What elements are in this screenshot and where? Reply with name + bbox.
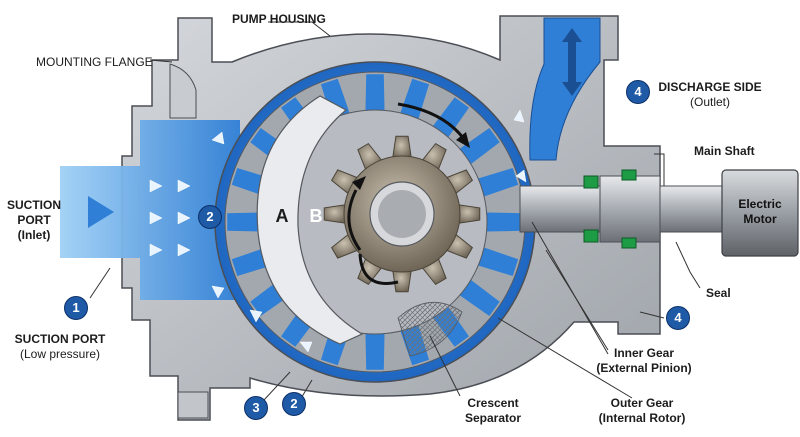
outer-gear-pocket bbox=[459, 128, 500, 165]
pinion-tooth bbox=[392, 135, 412, 160]
step-badge-2-bottom: 2 bbox=[282, 392, 306, 416]
suction-low-line1: SUCTION PORT bbox=[14, 332, 106, 346]
leader-lines bbox=[89, 21, 701, 401]
step-badge-4-discharge: 4 bbox=[626, 80, 650, 104]
motor-label-line1: Electric bbox=[738, 197, 782, 211]
discharge-subtitle: (Outlet) bbox=[689, 95, 730, 109]
crescent-label: Crescent Separator bbox=[458, 396, 528, 426]
outer-gear-pocket bbox=[478, 167, 519, 197]
outer-gear-pocket bbox=[365, 74, 385, 111]
main-shaft bbox=[519, 175, 731, 243]
step-badge-1: 1 bbox=[64, 296, 88, 320]
crescent-line2: Separator bbox=[464, 411, 522, 425]
outer-gear-line1: Outer Gear bbox=[610, 396, 674, 410]
outer-gear-pocket bbox=[365, 333, 385, 370]
crescent-line1: Crescent bbox=[467, 396, 519, 410]
crescent-separator bbox=[256, 95, 364, 345]
step-badge-2-chamber: 2 bbox=[198, 205, 222, 229]
flow-arrows bbox=[149, 109, 527, 353]
outer-gear-pocket bbox=[478, 247, 519, 277]
pump-housing-label: PUMP HOUSING bbox=[232, 12, 326, 26]
discharge-channel bbox=[529, 17, 601, 161]
inner-gear-line2: (External Pinion) bbox=[596, 361, 692, 375]
suction-fluid bbox=[60, 120, 240, 300]
mounting-flange-label: MOUNTING FLANGE bbox=[36, 55, 153, 69]
seal-label: Seal bbox=[706, 286, 731, 300]
discharge-label: DISCHARGE SIDE (Outlet) bbox=[648, 80, 772, 110]
suction-port-line3: (Inlet) bbox=[17, 228, 51, 242]
pinion-tooth bbox=[456, 204, 481, 224]
seal bbox=[583, 169, 637, 249]
suction-port-low-label: SUCTION PORT (Low pressure) bbox=[10, 332, 110, 362]
outer-gear-pocket bbox=[486, 212, 523, 232]
step-badge-3: 3 bbox=[244, 396, 268, 420]
outer-gear-line2: (Internal Rotor) bbox=[598, 411, 686, 425]
chamber-label-b: B bbox=[310, 206, 323, 226]
pinion-tooth bbox=[392, 268, 412, 293]
outer-gear-label: Outer Gear (Internal Rotor) bbox=[578, 396, 706, 426]
suction-port-line1: SUCTION bbox=[7, 198, 61, 212]
outer-gear-pocket bbox=[227, 212, 264, 232]
suction-port-line2: PORT bbox=[17, 213, 51, 227]
inner-gear bbox=[323, 102, 481, 293]
suction-low-line2: (Low pressure) bbox=[19, 347, 101, 361]
suction-port-inlet-label: SUCTION PORT (Inlet) bbox=[6, 198, 62, 243]
motor-label-line2: Motor bbox=[743, 212, 777, 226]
outer-gear-pocket bbox=[400, 78, 430, 119]
outer-gear-pocket bbox=[459, 279, 500, 316]
discharge-title: DISCHARGE SIDE bbox=[658, 80, 762, 94]
step-badge-4-seal: 4 bbox=[666, 306, 690, 330]
electric-motor: Electric Motor bbox=[721, 169, 799, 257]
main-shaft-label: Main Shaft bbox=[694, 144, 755, 158]
inner-gear-label: Inner Gear (External Pinion) bbox=[578, 346, 710, 376]
pinion-tooth bbox=[323, 204, 348, 224]
hatched-zone bbox=[397, 301, 463, 357]
chamber-label-a: A bbox=[276, 206, 289, 226]
inner-gear-line1: Inner Gear bbox=[613, 346, 675, 360]
outer-gear-pocket bbox=[432, 97, 469, 138]
